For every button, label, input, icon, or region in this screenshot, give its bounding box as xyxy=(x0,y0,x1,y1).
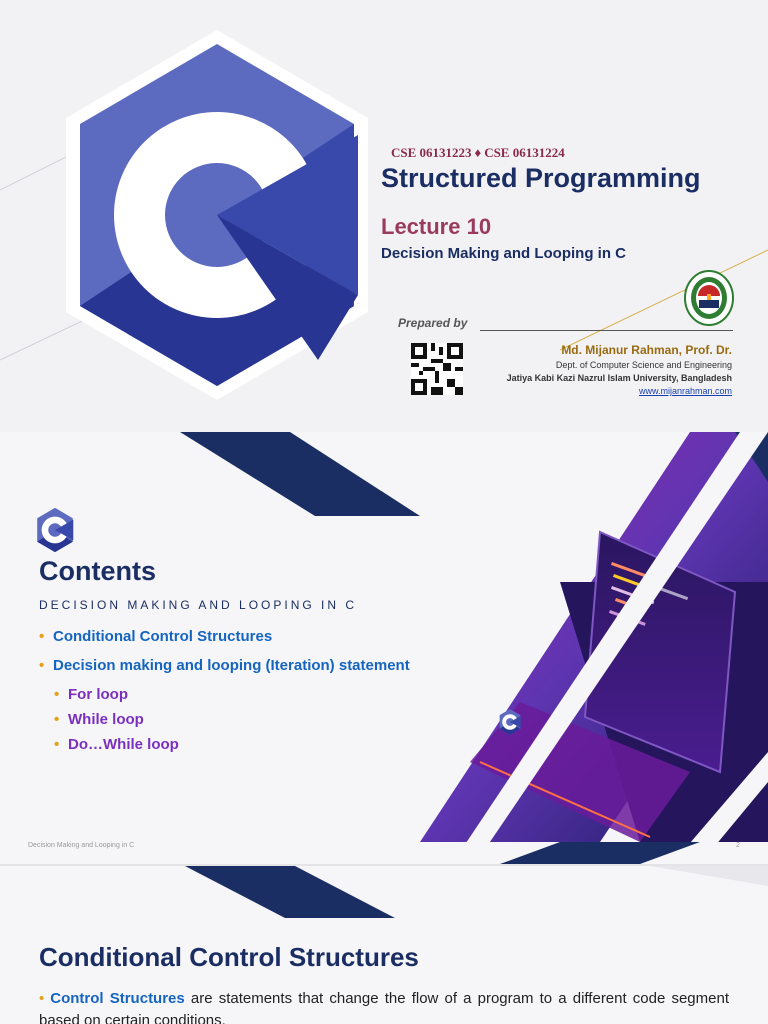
course-code-2: CSE 06131224 xyxy=(484,145,565,160)
slide-title: Conditional Control Structures xyxy=(39,942,419,972)
c-language-logo-small xyxy=(37,507,74,553)
slide-page-number: 2 xyxy=(736,842,740,849)
conditional-structures-slide: Conditional Control Structures • Control … xyxy=(0,866,768,1024)
list-item: For loop xyxy=(54,686,410,711)
slide-decoration xyxy=(185,866,768,918)
prepared-by-line xyxy=(480,330,733,331)
bullet-term: Control Structures xyxy=(50,990,185,1007)
c-language-logo xyxy=(66,30,368,400)
c-language-logo-laptop xyxy=(499,709,521,735)
university-seal-icon xyxy=(684,270,734,326)
contents-list: Conditional Control Structures Decision … xyxy=(39,628,410,761)
bullet-text: are statements that change the flow of a… xyxy=(39,990,729,1024)
author-university: Jatiya Kabi Kazi Nazrul Islam University… xyxy=(506,373,732,383)
bullet-paragraph: • Control Structures are statements that … xyxy=(39,988,729,1024)
course-code-1: CSE 06131223 xyxy=(391,145,472,160)
contents-subtitle: DECISION MAKING AND LOOPING IN C xyxy=(39,598,358,612)
prepared-by-label: Prepared by xyxy=(398,316,468,330)
title-slide: CSE 06131223♦CSE 06131224 Structured Pro… xyxy=(0,0,768,432)
list-item: Conditional Control Structures xyxy=(39,628,410,657)
lecture-subtitle: Decision Making and Looping in C xyxy=(381,245,627,262)
contents-title: Contents xyxy=(39,556,156,586)
list-item: Do…While loop xyxy=(54,736,410,761)
list-item: Decision making and looping (Iteration) … xyxy=(39,657,410,686)
course-title: Structured Programming xyxy=(381,163,701,193)
author-website-link[interactable]: www.mijanrahman.com xyxy=(638,386,732,396)
diamond-icon: ♦ xyxy=(474,145,482,160)
contents-slide: Contents DECISION MAKING AND LOOPING IN … xyxy=(0,432,768,864)
list-item: While loop xyxy=(54,711,410,736)
author-department: Dept. of Computer Science and Engineerin… xyxy=(555,360,732,370)
slide-decoration xyxy=(180,432,768,864)
author-name: Md. Mijanur Rahman, Prof. Dr. xyxy=(561,343,732,357)
lecture-number: Lecture 10 xyxy=(381,214,492,239)
course-codes: CSE 06131223♦CSE 06131224 xyxy=(391,145,565,161)
qr-code-icon xyxy=(411,343,463,395)
slide-footer-text: Decision Making and Looping in C xyxy=(28,842,135,849)
bullet-icon: • xyxy=(39,990,45,1007)
